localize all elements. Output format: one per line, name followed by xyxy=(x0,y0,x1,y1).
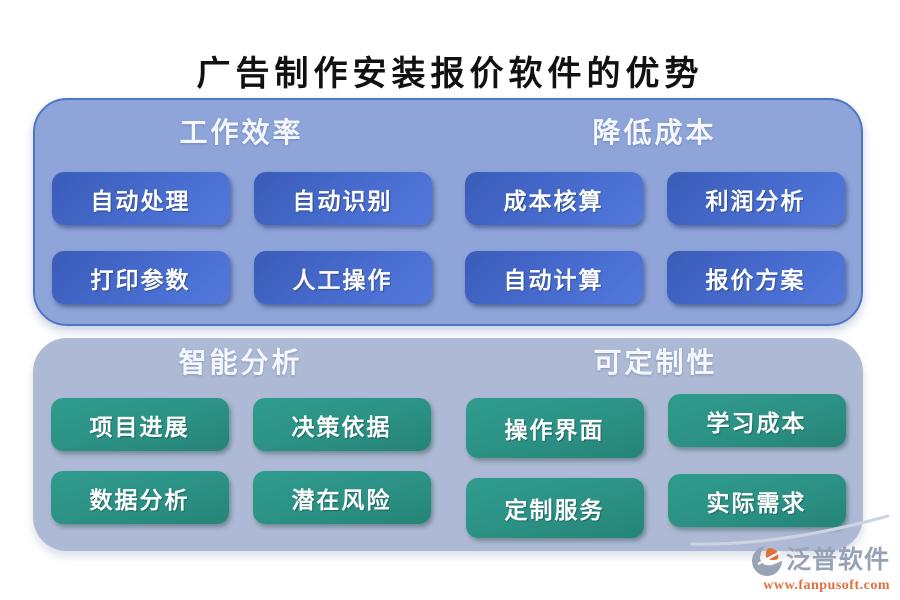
section-customizability: 可定制性 操作界面 学习成本 定制服务 实际需求 xyxy=(448,338,863,551)
button-auto-calculation[interactable]: 自动计算 xyxy=(464,251,643,304)
button-operation-interface[interactable]: 操作界面 xyxy=(465,398,644,458)
button-auto-processing[interactable]: 自动处理 xyxy=(51,172,230,225)
brand-name: 泛普软件 xyxy=(785,547,890,574)
button-project-progress[interactable]: 项目进展 xyxy=(50,398,229,451)
button-quotation-plan[interactable]: 报价方案 xyxy=(666,251,845,304)
section-title: 智能分析 xyxy=(178,348,303,379)
button-print-parameters[interactable]: 打印参数 xyxy=(51,251,230,304)
brand-url: www.fanpusoft.com xyxy=(763,578,890,593)
feature-grid: 项目进展 决策依据 数据分析 潜在风险 xyxy=(50,398,431,524)
button-auto-recognition[interactable]: 自动识别 xyxy=(253,172,432,225)
logo-swoosh-decoration xyxy=(690,514,890,546)
button-decision-basis[interactable]: 决策依据 xyxy=(252,398,431,451)
feature-grid: 操作界面 学习成本 定制服务 实际需求 xyxy=(465,394,846,538)
section-work-efficiency: 工作效率 自动处理 自动识别 打印参数 人工操作 xyxy=(35,100,448,324)
section-cost-reduction: 降低成本 成本核算 利润分析 自动计算 报价方案 xyxy=(448,100,861,324)
button-profit-analysis[interactable]: 利润分析 xyxy=(666,172,845,225)
button-custom-service[interactable]: 定制服务 xyxy=(465,478,644,538)
button-cost-accounting[interactable]: 成本核算 xyxy=(464,172,643,225)
section-title: 工作效率 xyxy=(179,118,304,149)
feature-grid: 自动处理 自动识别 打印参数 人工操作 xyxy=(51,172,432,304)
button-actual-demand[interactable]: 实际需求 xyxy=(667,474,846,527)
panel-bottom: 智能分析 项目进展 决策依据 数据分析 潜在风险 可定制性 操作界面 学习成本 … xyxy=(33,338,863,551)
brand-watermark: 泛普软件 www.fanpusoft.com xyxy=(690,514,890,594)
feature-grid: 成本核算 利润分析 自动计算 报价方案 xyxy=(464,172,845,304)
button-learning-cost[interactable]: 学习成本 xyxy=(667,394,846,447)
page-title: 广告制作安装报价软件的优势 xyxy=(196,56,704,93)
section-smart-analysis: 智能分析 项目进展 决策依据 数据分析 潜在风险 xyxy=(33,338,448,551)
button-potential-risk[interactable]: 潜在风险 xyxy=(252,471,431,524)
button-manual-operation[interactable]: 人工操作 xyxy=(253,251,432,304)
section-title: 降低成本 xyxy=(592,118,717,149)
button-data-analysis[interactable]: 数据分析 xyxy=(50,471,229,524)
panel-top: 工作效率 自动处理 自动识别 打印参数 人工操作 降低成本 成本核算 利润分析 … xyxy=(33,98,863,326)
fanpu-logo-icon xyxy=(751,546,782,576)
section-title: 可定制性 xyxy=(593,348,718,379)
